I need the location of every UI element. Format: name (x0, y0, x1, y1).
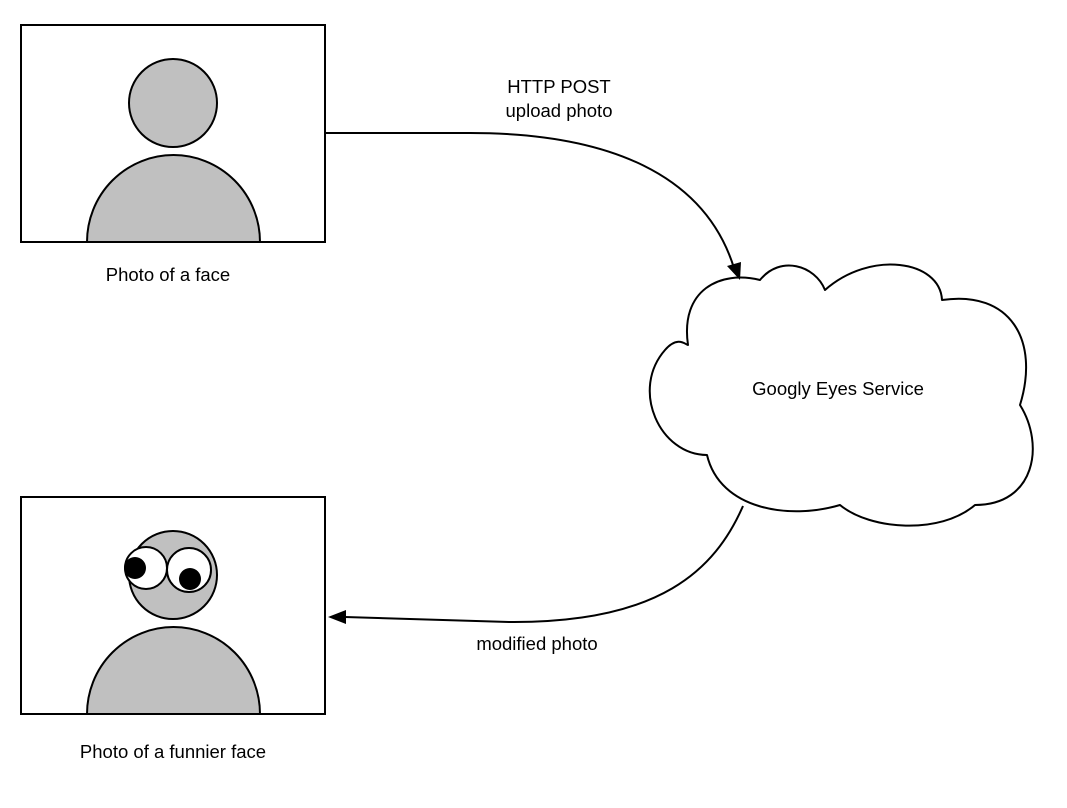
person-silhouette-icon (85, 58, 262, 243)
person-head (128, 58, 218, 148)
upload-edge-label-line1: HTTP POST (507, 76, 610, 97)
pupil-right (179, 568, 201, 590)
response-edge-label: modified photo (476, 633, 597, 654)
response-edge[interactable] (328, 505, 744, 624)
googly-eyes-service-node[interactable] (648, 263, 1034, 527)
response-connector (344, 505, 744, 624)
upload-arrowhead-icon (727, 262, 741, 280)
funny-photo-label: Photo of a funnier face (80, 741, 266, 762)
person-googly-eyes-icon (85, 530, 262, 715)
upload-connector (325, 132, 735, 269)
pupil-left (124, 557, 146, 579)
person-body (85, 154, 262, 243)
cloud-icon (648, 263, 1034, 527)
person-body (85, 626, 262, 715)
funny-photo-node[interactable] (20, 496, 326, 715)
face-photo-node[interactable] (20, 24, 326, 243)
googly-eyes-service-label: Googly Eyes Service (752, 378, 924, 399)
face-photo-label: Photo of a face (106, 264, 230, 285)
upload-edge[interactable] (325, 132, 741, 280)
upload-edge-label-line2: upload photo (506, 100, 613, 121)
response-arrowhead-icon (328, 610, 346, 624)
